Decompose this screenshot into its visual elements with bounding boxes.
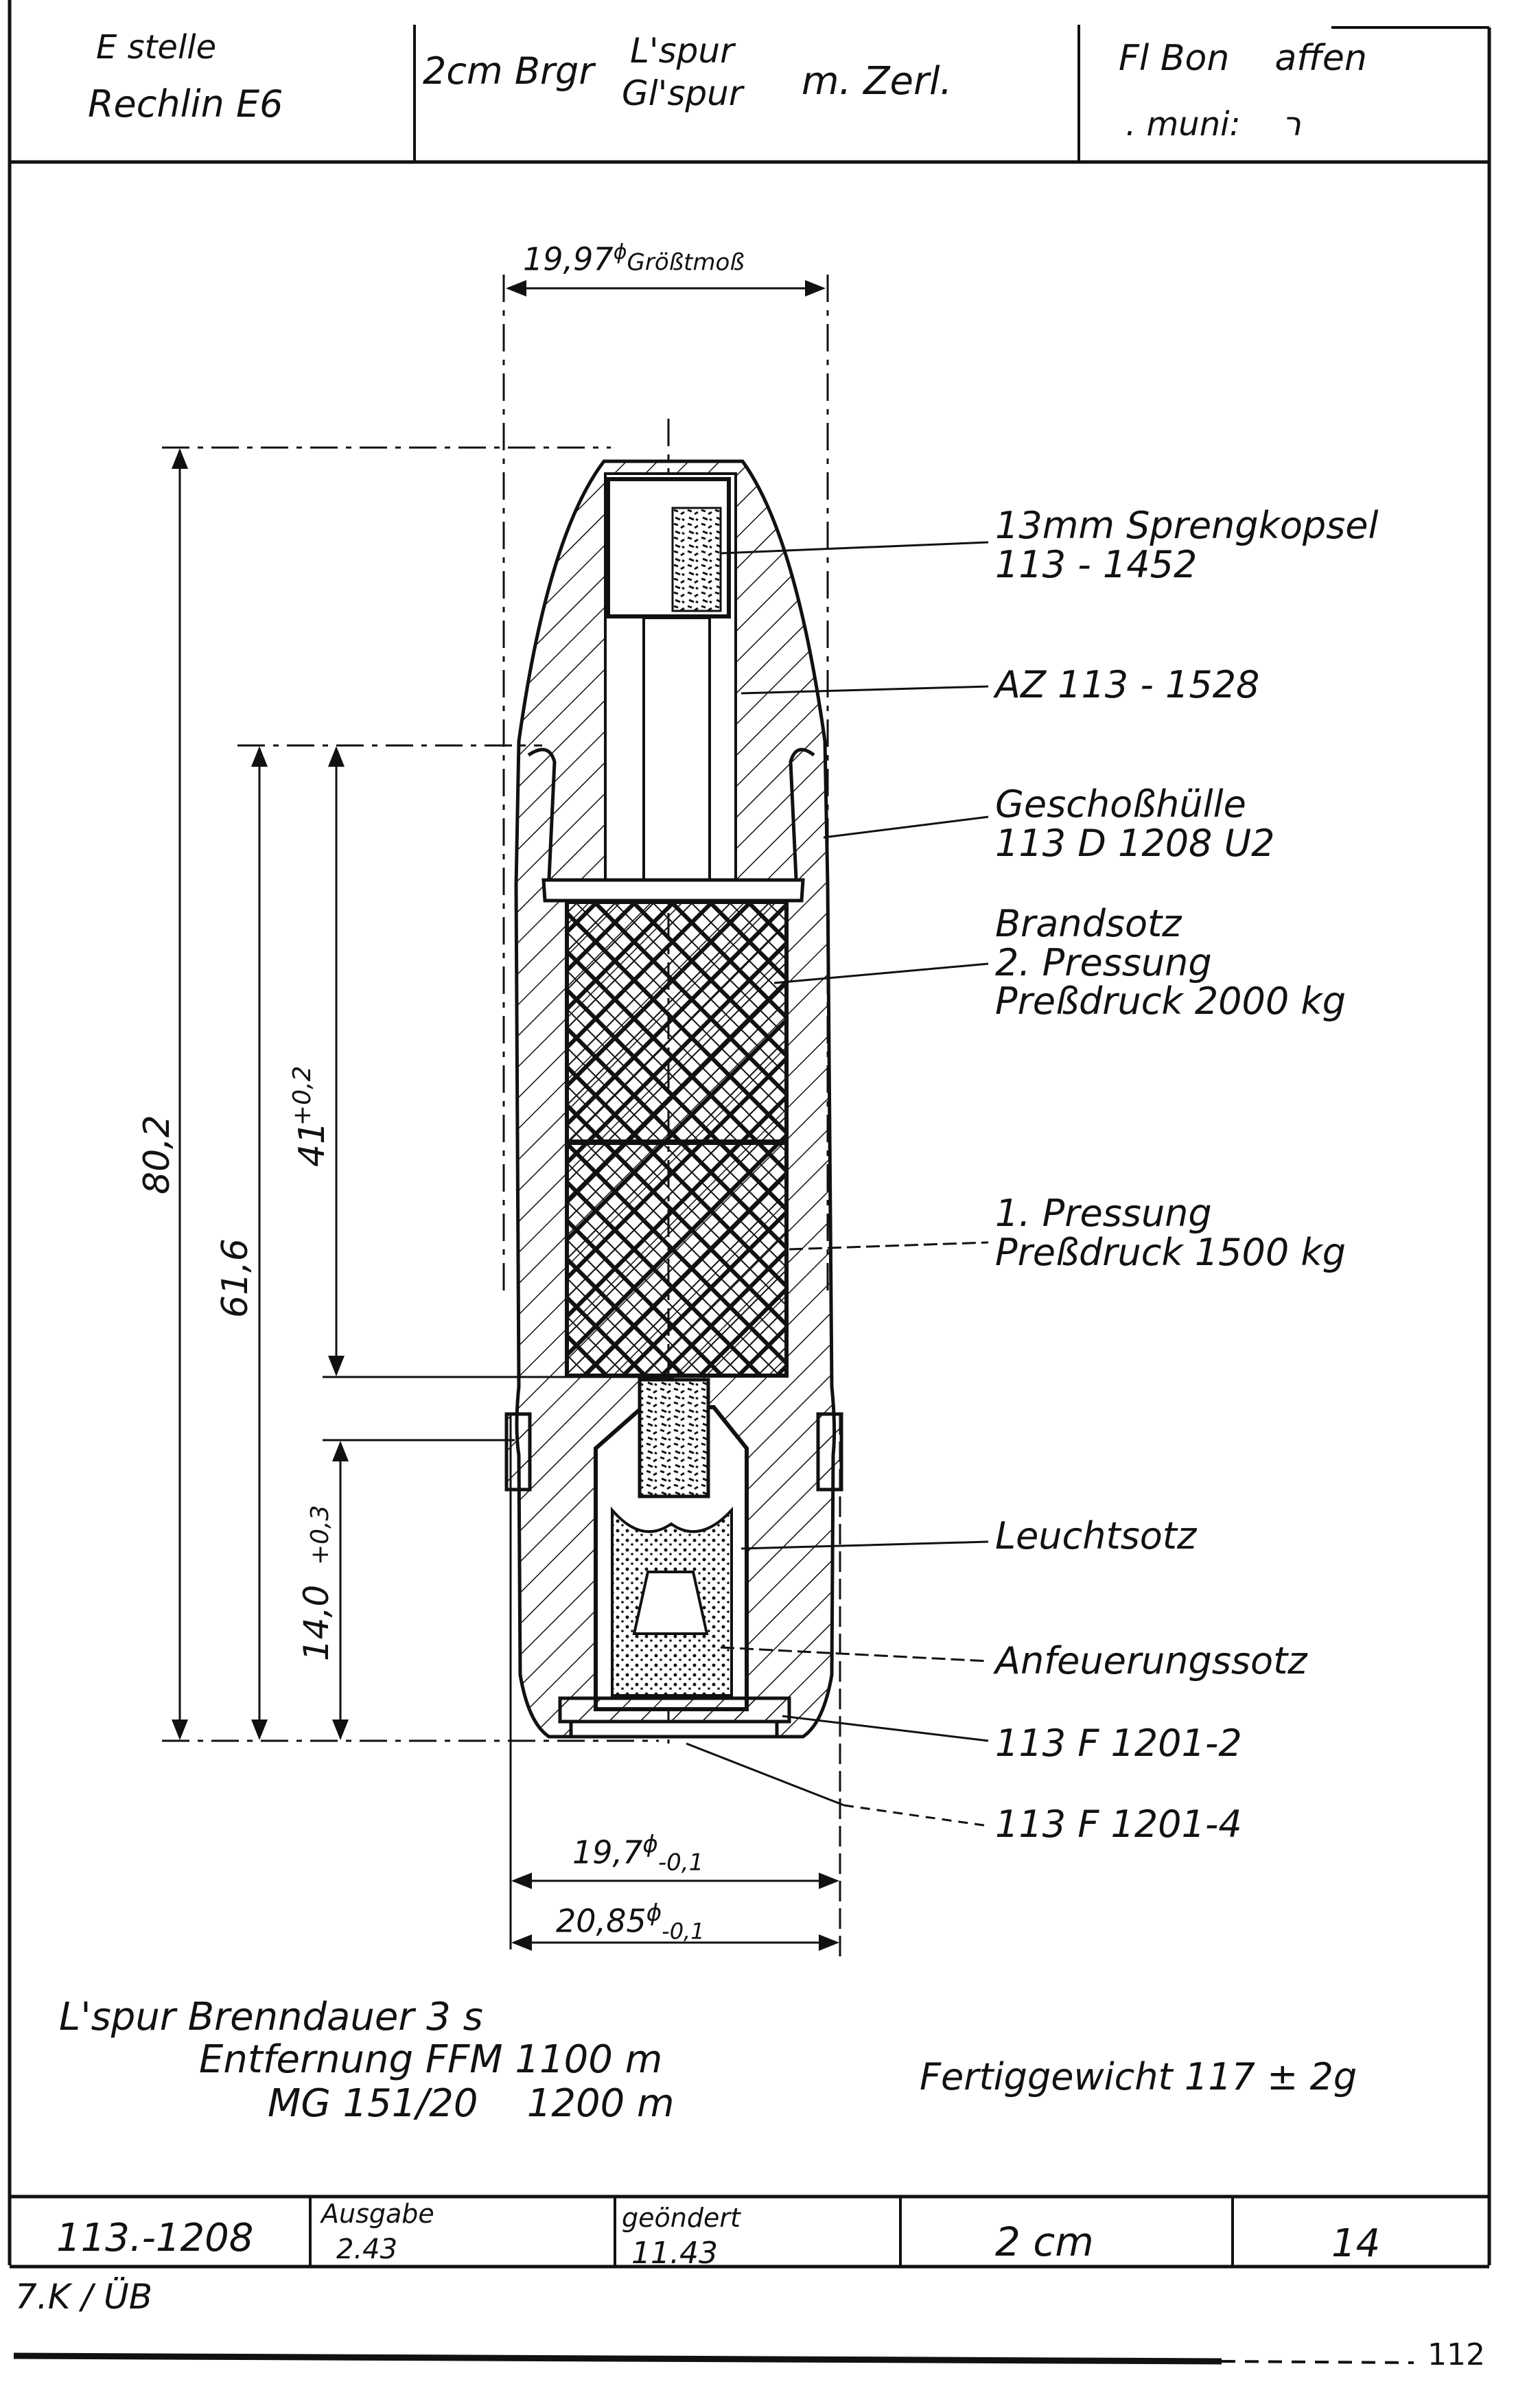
callout-incendiary-1-pressure: Preßdruck 1500 kg	[995, 1230, 1346, 1274]
dim-base-diameter: 20,85ϕ-0,1	[556, 1901, 705, 1943]
incendiary-charge-1	[565, 1140, 789, 1378]
margin-initials: 7.K / ÜB	[15, 2277, 153, 2317]
footer-changed-value: 11.43	[631, 2236, 718, 2271]
callout-shell-casing-name: Geschoßhülle	[995, 783, 1246, 826]
callout-incendiary-1-press: 1. Pressung	[995, 1192, 1212, 1235]
incendiary-charge-2	[565, 900, 789, 1144]
driving-band-right	[816, 1412, 843, 1492]
diameter-symbol: ϕ	[642, 1831, 658, 1858]
header-category-line2: . muni: ר	[1126, 105, 1301, 143]
dim-incendiary-length: 41	[292, 1122, 333, 1167]
driving-band-left	[504, 1412, 532, 1492]
header-office-line2: Rechlin E6	[88, 82, 283, 126]
header-suffix: m. Zerl.	[802, 59, 953, 104]
note-range-mg: MG 151/20 1200 m	[268, 2081, 675, 2126]
note-burn-time: L'spur Brenndauer 3 s	[59, 1995, 483, 2039]
note-weight: Fertiggewicht 117 ± 2g	[920, 2055, 1357, 2098]
dimension-lines	[172, 280, 839, 1951]
dim-overall-length: 80,2	[137, 1115, 178, 1194]
callout-base-plug-2: 113 F 1201-2	[995, 1722, 1242, 1765]
dim-band-tol: -0,1	[657, 1849, 704, 1877]
footer-caliber: 2 cm	[995, 2219, 1094, 2265]
callout-detonator-name: 13mm Sprengkopsel	[995, 504, 1379, 547]
dim-incendiary-tol: +0,2	[288, 1066, 316, 1126]
dim-band-diameter: 19,7ϕ-0,1	[572, 1831, 704, 1877]
header-tracer-top: L'spur	[630, 31, 734, 71]
callout-incendiary-2: Brandsotz 2. Pressung Preßdruck 2000 kg	[995, 902, 1346, 1023]
dim-max-diameter-note: Größtmoß	[627, 248, 745, 277]
footer-edition-label: Ausgabe	[321, 2199, 434, 2229]
leader-lines	[686, 541, 989, 1827]
header-office-line1: E stelle	[96, 28, 217, 67]
base-plug-1201-4	[569, 1720, 779, 1739]
fuze-stem	[642, 616, 711, 887]
dim-base-tol: -0,1	[662, 1918, 705, 1945]
base-plug-1201-2	[558, 1696, 791, 1724]
footer-edition-value: 2.43	[336, 2234, 398, 2265]
dim-tracer-tol: +0,3	[306, 1505, 334, 1565]
footer-changed-label: geöndert	[622, 2203, 741, 2233]
callout-incendiary-name: Brandsotz	[995, 902, 1182, 945]
callout-tracer: Leuchtsotz	[995, 1514, 1197, 1558]
callout-detonator-number: 113 - 1452	[995, 542, 1198, 586]
tracer-compound	[638, 1378, 710, 1498]
callout-incendiary-pressure: Preßdruck 2000 kg	[995, 980, 1346, 1023]
header-caliber-prefix: 2cm Brgr	[423, 49, 594, 93]
dim-base-diameter-value: 20,85	[556, 1902, 646, 1940]
diameter-symbol: ϕ	[646, 1899, 662, 1927]
header-category-line1: Fl Bon affen	[1119, 38, 1367, 79]
callout-incendiary-press: 2. Pressung	[995, 940, 1212, 984]
footer-sheet-number: 14	[1331, 2221, 1381, 2266]
projectile-section	[504, 459, 843, 1739]
header-tracer-bottom: Gl'spur	[622, 73, 743, 113]
callout-base-plug-4: 113 F 1201-4	[995, 1803, 1242, 1846]
diameter-symbol: ϕ	[613, 240, 627, 264]
callout-igniter: Anfeuerungssotz	[995, 1639, 1307, 1682]
callout-fuze: AZ 113 - 1528	[995, 663, 1260, 706]
margin-page-number: 112	[1427, 2337, 1485, 2372]
dim-body-length: 61,6	[215, 1238, 256, 1318]
callout-incendiary-1: 1. Pressung Preßdruck 1500 kg	[995, 1194, 1346, 1272]
note-range-ffm: Entfernung FFM 1100 m	[199, 2037, 663, 2082]
sheet-frame	[8, 0, 1491, 2365]
dim-max-diameter-value: 19,97	[523, 240, 614, 278]
footer-drawing-number: 113.-1208	[56, 2216, 254, 2260]
dim-tracer-length: 14,0	[296, 1585, 336, 1661]
callout-detonator: 13mm Sprengkopsel 113 - 1452	[995, 504, 1379, 586]
callout-shell-casing-number: 113 D 1208 U2	[995, 821, 1275, 865]
dim-max-diameter: 19,97ϕGrößtmoß	[523, 242, 745, 276]
dim-band-diameter-value: 19,7	[572, 1833, 643, 1871]
callout-shell-casing: Geschoßhülle 113 D 1208 U2	[995, 785, 1274, 863]
